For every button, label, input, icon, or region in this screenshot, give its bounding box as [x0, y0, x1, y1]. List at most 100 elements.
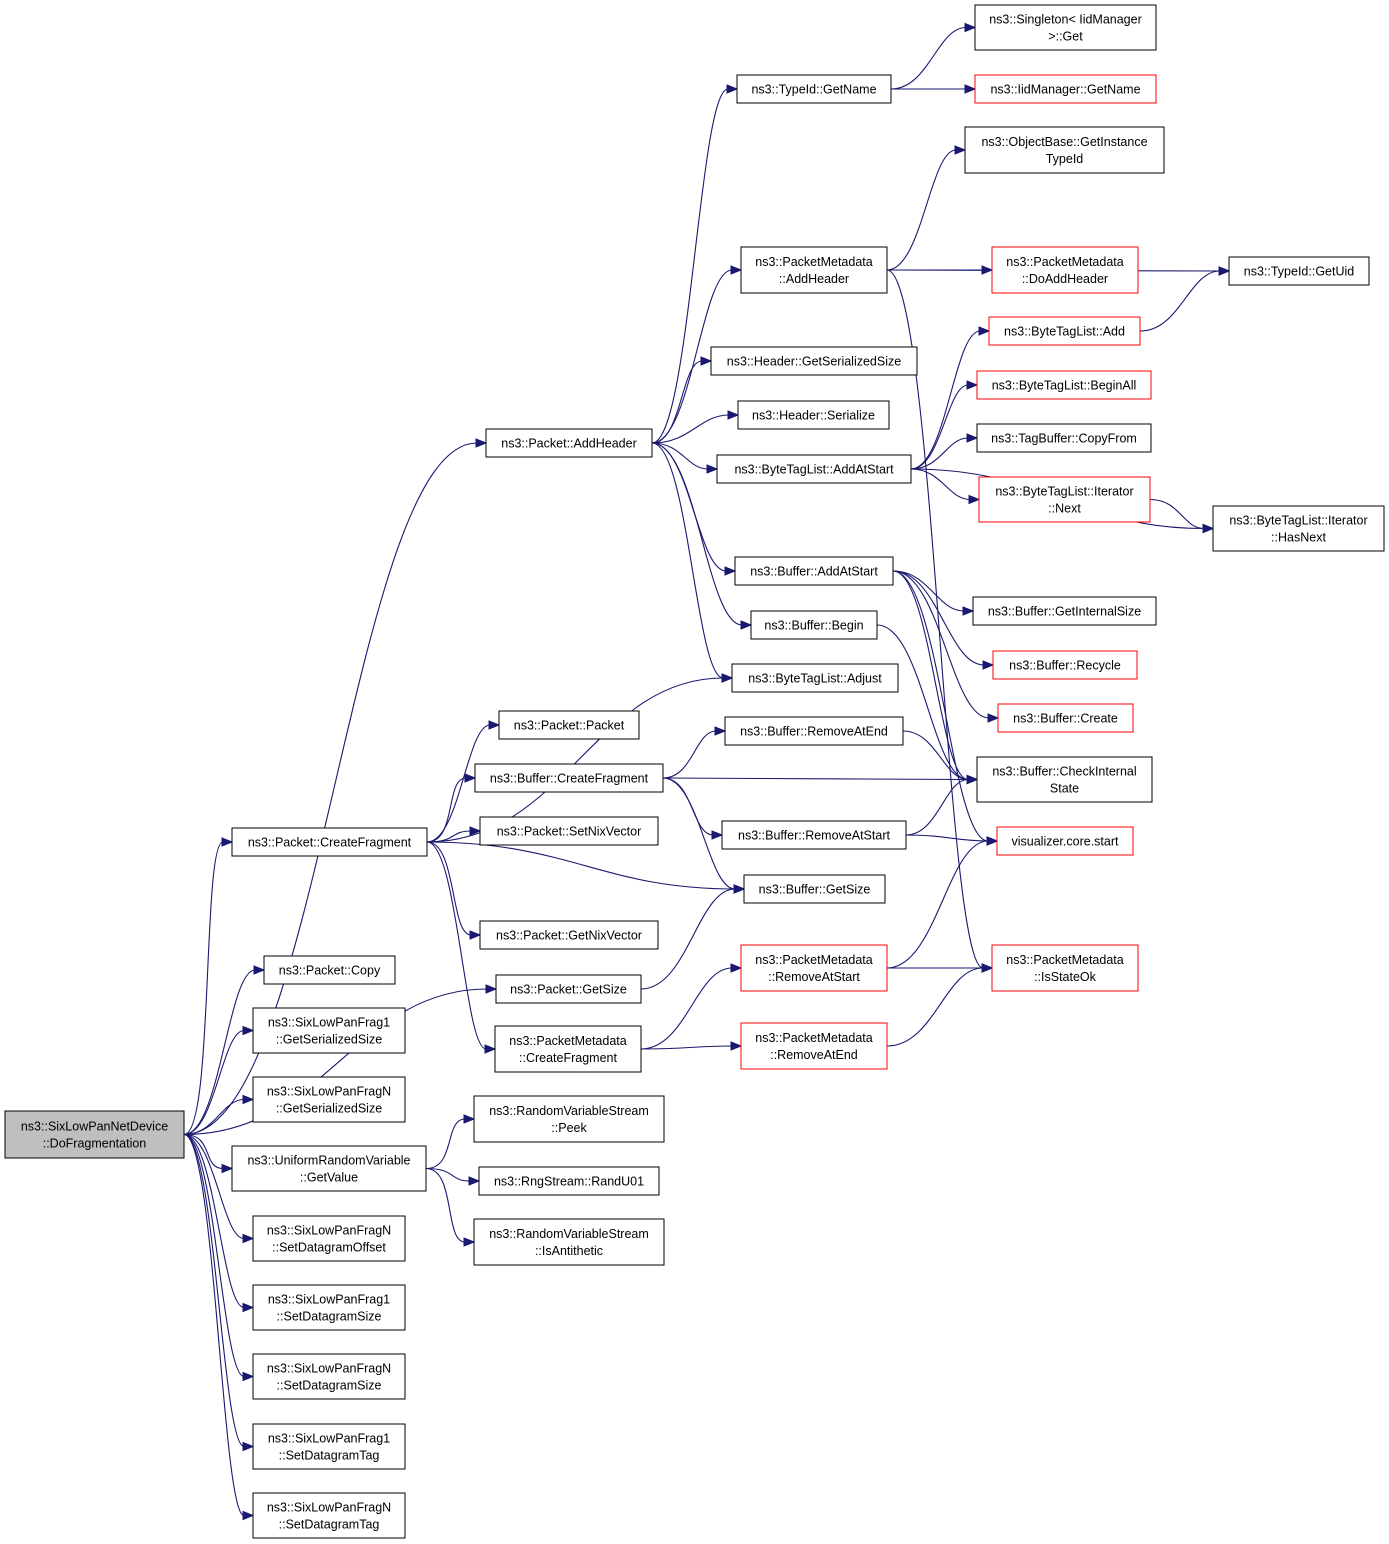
arrowhead-buf-removeatstart	[711, 830, 724, 840]
node-box	[1212, 505, 1385, 552]
edge-urv-getvalue-to-rvs-peek	[425, 1118, 466, 1170]
node-pkt-addheader[interactable]: ns3::Packet::AddHeader	[485, 428, 653, 458]
node-box	[996, 826, 1134, 856]
node-box	[731, 663, 899, 693]
edge-root-to-fn-setoffset	[183, 1133, 245, 1240]
node-pkt-getnix[interactable]: ns3::Packet::GetNixVector	[479, 920, 659, 950]
node-fn-setoffset[interactable]: ns3::SixLowPanFragN::SetDatagramOffset	[252, 1215, 406, 1262]
node-typeid-getname[interactable]: ns3::TypeId::GetName	[736, 74, 892, 104]
node-label: ns3::RngStream::RandU01	[494, 1175, 644, 1189]
node-singleton-get[interactable]: ns3::Singleton< IidManager>::Get	[974, 4, 1157, 51]
node-box	[734, 556, 894, 586]
arrowhead-pm-createfrag	[484, 1044, 497, 1054]
node-label: ns3::Singleton< IidManager	[989, 13, 1142, 27]
node-buf-begin[interactable]: ns3::Buffer::Begin	[750, 610, 878, 640]
node-pkt-copy[interactable]: ns3::Packet::Copy	[263, 955, 396, 985]
node-iid-getname[interactable]: ns3::IidManager::GetName	[974, 74, 1157, 104]
node-vis-start[interactable]: visualizer.core.start	[996, 826, 1134, 856]
node-label: ns3::ByteTagList::BeginAll	[992, 379, 1137, 393]
node-box	[252, 1007, 406, 1054]
arrowhead-rvs-isanti	[463, 1237, 476, 1247]
node-urv-getvalue[interactable]: ns3::UniformRandomVariable::GetValue	[231, 1145, 427, 1192]
edge-root-to-f1-settag	[183, 1133, 245, 1448]
node-btl-adjust[interactable]: ns3::ByteTagList::Adjust	[731, 663, 899, 693]
node-box	[473, 1095, 665, 1143]
node-btli-next[interactable]: ns3::ByteTagList::Iterator::Next	[978, 476, 1151, 523]
node-fn-settag[interactable]: ns3::SixLowPanFragN::SetDatagramTag	[252, 1492, 406, 1539]
node-label: ns3::SixLowPanNetDevice	[21, 1120, 168, 1134]
node-fn-getser[interactable]: ns3::SixLowPanFragN::GetSerializedSize	[252, 1076, 406, 1123]
node-btl-addatstart[interactable]: ns3::ByteTagList::AddAtStart	[716, 454, 912, 484]
node-rvs-isanti[interactable]: ns3::RandomVariableStream::IsAntithetic	[473, 1218, 665, 1266]
edge-pm-removeatstart-to-vis-start	[886, 840, 989, 969]
node-fn-setsize[interactable]: ns3::SixLowPanFragN::SetDatagramSize	[252, 1353, 406, 1400]
node-label: ns3::SixLowPanFrag1	[268, 1016, 390, 1030]
node-label: ::SetDatagramTag	[279, 1518, 380, 1532]
node-box	[252, 1215, 406, 1262]
edge-pkt-getsize-to-buf-getsize	[640, 888, 736, 990]
node-tb-copyfrom[interactable]: ns3::TagBuffer::CopyFrom	[976, 423, 1152, 453]
node-label: ns3::ByteTagList::Iterator	[1229, 514, 1367, 528]
node-buf-removeatstart[interactable]: ns3::Buffer::RemoveAtStart	[721, 820, 907, 850]
node-pm-createfrag[interactable]: ns3::PacketMetadata::CreateFragment	[494, 1025, 642, 1073]
edge-buf-createfrag-to-buf-removeatend	[662, 730, 717, 779]
node-pm-doaddheader[interactable]: ns3::PacketMetadata::DoAddHeader	[991, 246, 1139, 294]
node-typeid-getuid[interactable]: ns3::TypeId::GetUid	[1228, 256, 1370, 286]
node-box	[4, 1110, 185, 1159]
arrowhead-pkt-setnix	[469, 826, 482, 836]
node-buf-recycle[interactable]: ns3::Buffer::Recycle	[992, 650, 1138, 680]
arrowhead-typeid-getuid	[1218, 266, 1231, 276]
node-buf-create[interactable]: ns3::Buffer::Create	[997, 703, 1134, 733]
node-pkt-createfrag[interactable]: ns3::Packet::CreateFragment	[231, 827, 428, 857]
node-label: ns3::TypeId::GetUid	[1244, 265, 1355, 279]
node-buf-createfrag[interactable]: ns3::Buffer::CreateFragment	[474, 763, 664, 793]
node-hdr-serialize[interactable]: ns3::Header::Serialize	[737, 400, 890, 430]
node-f1-settag[interactable]: ns3::SixLowPanFrag1::SetDatagramTag	[252, 1423, 406, 1470]
node-label: ns3::PacketMetadata	[1006, 953, 1123, 967]
arrowhead-buf-create	[987, 713, 1000, 723]
node-rvs-peek[interactable]: ns3::RandomVariableStream::Peek	[473, 1095, 665, 1143]
node-f1-setsize[interactable]: ns3::SixLowPanFrag1::SetDatagramSize	[252, 1284, 406, 1331]
node-buf-getinternal[interactable]: ns3::Buffer::GetInternalSize	[972, 596, 1157, 626]
node-buf-getsize[interactable]: ns3::Buffer::GetSize	[743, 874, 886, 904]
arrowhead-vis-start	[986, 836, 999, 846]
node-box	[252, 1492, 406, 1539]
node-pm-addheader[interactable]: ns3::PacketMetadata::AddHeader	[740, 246, 888, 294]
node-btl-beginall[interactable]: ns3::ByteTagList::BeginAll	[976, 370, 1152, 400]
arrowhead-pkt-copy	[253, 965, 266, 975]
node-label: ::IsAntithetic	[535, 1244, 603, 1258]
node-f1-getser[interactable]: ns3::SixLowPanFrag1::GetSerializedSize	[252, 1007, 406, 1054]
node-label: ::IsStateOk	[1034, 970, 1097, 984]
node-label: ns3::SixLowPanFrag1	[268, 1432, 390, 1446]
node-root[interactable]: ns3::SixLowPanNetDevice::DoFragmentation	[4, 1110, 185, 1159]
node-btl-add[interactable]: ns3::ByteTagList::Add	[988, 316, 1141, 346]
node-label: ns3::RandomVariableStream	[489, 1227, 649, 1241]
arrowhead-pm-isstateok	[981, 963, 994, 973]
node-pm-isstateok[interactable]: ns3::PacketMetadata::IsStateOk	[991, 944, 1139, 992]
arrowhead-btli-next	[968, 494, 981, 505]
node-box	[740, 1022, 888, 1070]
edge-buf-addatstart-to-buf-checkinternal	[892, 570, 969, 781]
arrowhead-pkt-getsize	[485, 984, 498, 994]
arrowhead-pkt-packet	[488, 720, 501, 730]
node-buf-removeatend[interactable]: ns3::Buffer::RemoveAtEnd	[724, 716, 904, 746]
node-label: ns3::SixLowPanFragN	[267, 1362, 391, 1376]
node-rng-randu01[interactable]: ns3::RngStream::RandU01	[478, 1166, 660, 1196]
node-pkt-setnix[interactable]: ns3::Packet::SetNixVector	[479, 816, 659, 846]
node-btli-hasnext[interactable]: ns3::ByteTagList::Iterator::HasNext	[1212, 505, 1385, 552]
node-pkt-packet[interactable]: ns3::Packet::Packet	[498, 710, 640, 740]
arrowhead-fn-setoffset	[242, 1233, 255, 1244]
node-box	[743, 874, 886, 904]
node-hdr-getser[interactable]: ns3::Header::GetSerializedSize	[710, 346, 918, 376]
node-label: ns3::Packet::AddHeader	[501, 437, 637, 451]
arrowhead-buf-begin	[740, 620, 753, 630]
node-label: ::SetDatagramSize	[277, 1310, 382, 1324]
node-buf-addatstart[interactable]: ns3::Buffer::AddAtStart	[734, 556, 894, 586]
node-pm-removeatstart[interactable]: ns3::PacketMetadata::RemoveAtStart	[740, 944, 888, 992]
node-pm-removeatend[interactable]: ns3::PacketMetadata::RemoveAtEnd	[740, 1022, 888, 1070]
node-box	[997, 703, 1134, 733]
edge-root-to-f1-getser	[183, 1029, 245, 1136]
node-pkt-getsize[interactable]: ns3::Packet::GetSize	[495, 974, 642, 1004]
